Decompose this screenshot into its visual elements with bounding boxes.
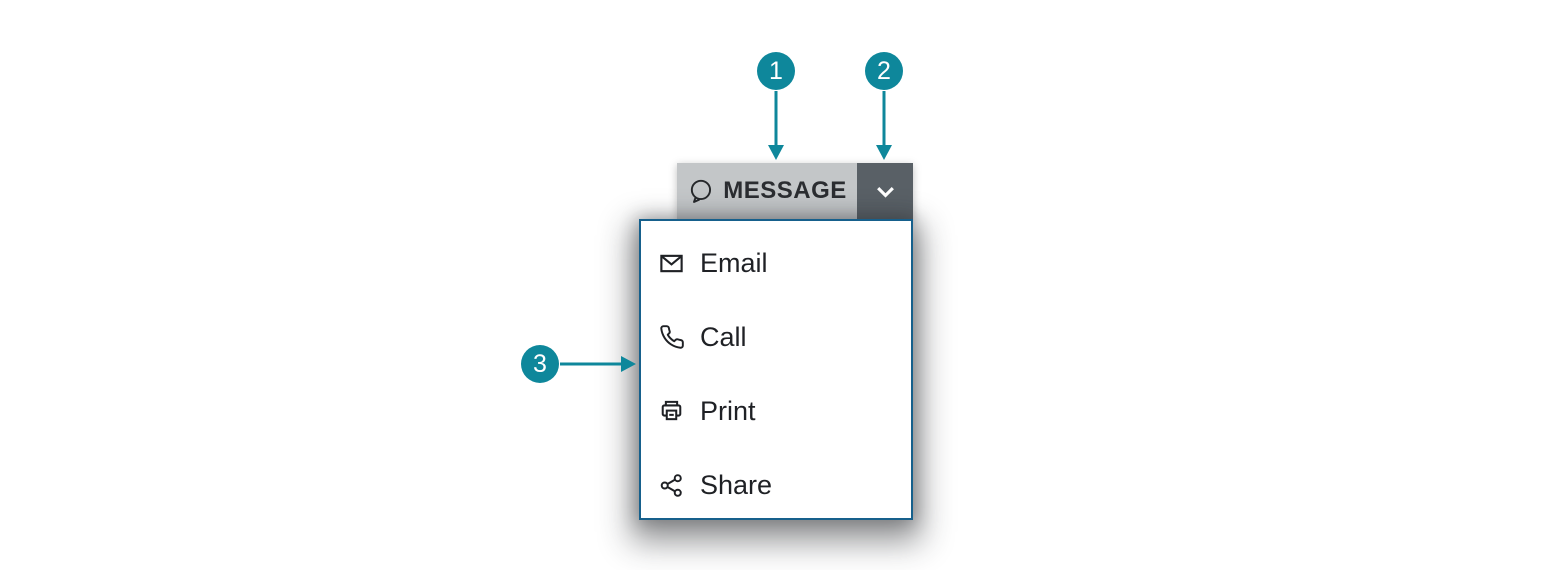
message-button-label: MESSAGE	[723, 177, 847, 204]
chevron-down-icon	[872, 178, 899, 205]
email-icon	[658, 250, 685, 277]
menu-item-label: Share	[700, 469, 773, 500]
callout-badge-3: 3	[521, 345, 559, 383]
menu-item-label: Print	[700, 395, 756, 426]
phone-icon	[658, 324, 685, 351]
callout-arrow-1	[768, 91, 784, 160]
menu-item-email[interactable]: Email	[641, 226, 911, 300]
share-icon	[658, 472, 685, 499]
callout-badge-1: 1	[757, 52, 795, 90]
message-split-button: MESSAGE	[677, 163, 913, 219]
menu-item-label: Call	[700, 321, 747, 352]
dropdown-toggle-button[interactable]	[857, 163, 913, 219]
speech-bubble-icon	[687, 178, 714, 205]
menu-item-call[interactable]: Call	[641, 300, 911, 374]
menu-item-print[interactable]: Print	[641, 374, 911, 448]
dropdown-menu: Email Call Print	[639, 219, 913, 520]
callout-arrow-2	[876, 91, 892, 160]
printer-icon	[658, 398, 685, 425]
callout-badge-2: 2	[865, 52, 903, 90]
message-button[interactable]: MESSAGE	[677, 163, 857, 219]
callout-number: 3	[533, 349, 547, 378]
menu-item-label: Email	[700, 247, 768, 278]
menu-item-share[interactable]: Share	[641, 448, 911, 522]
callout-arrow-3	[560, 356, 636, 372]
callout-number: 2	[877, 56, 891, 85]
callout-number: 1	[769, 56, 783, 85]
